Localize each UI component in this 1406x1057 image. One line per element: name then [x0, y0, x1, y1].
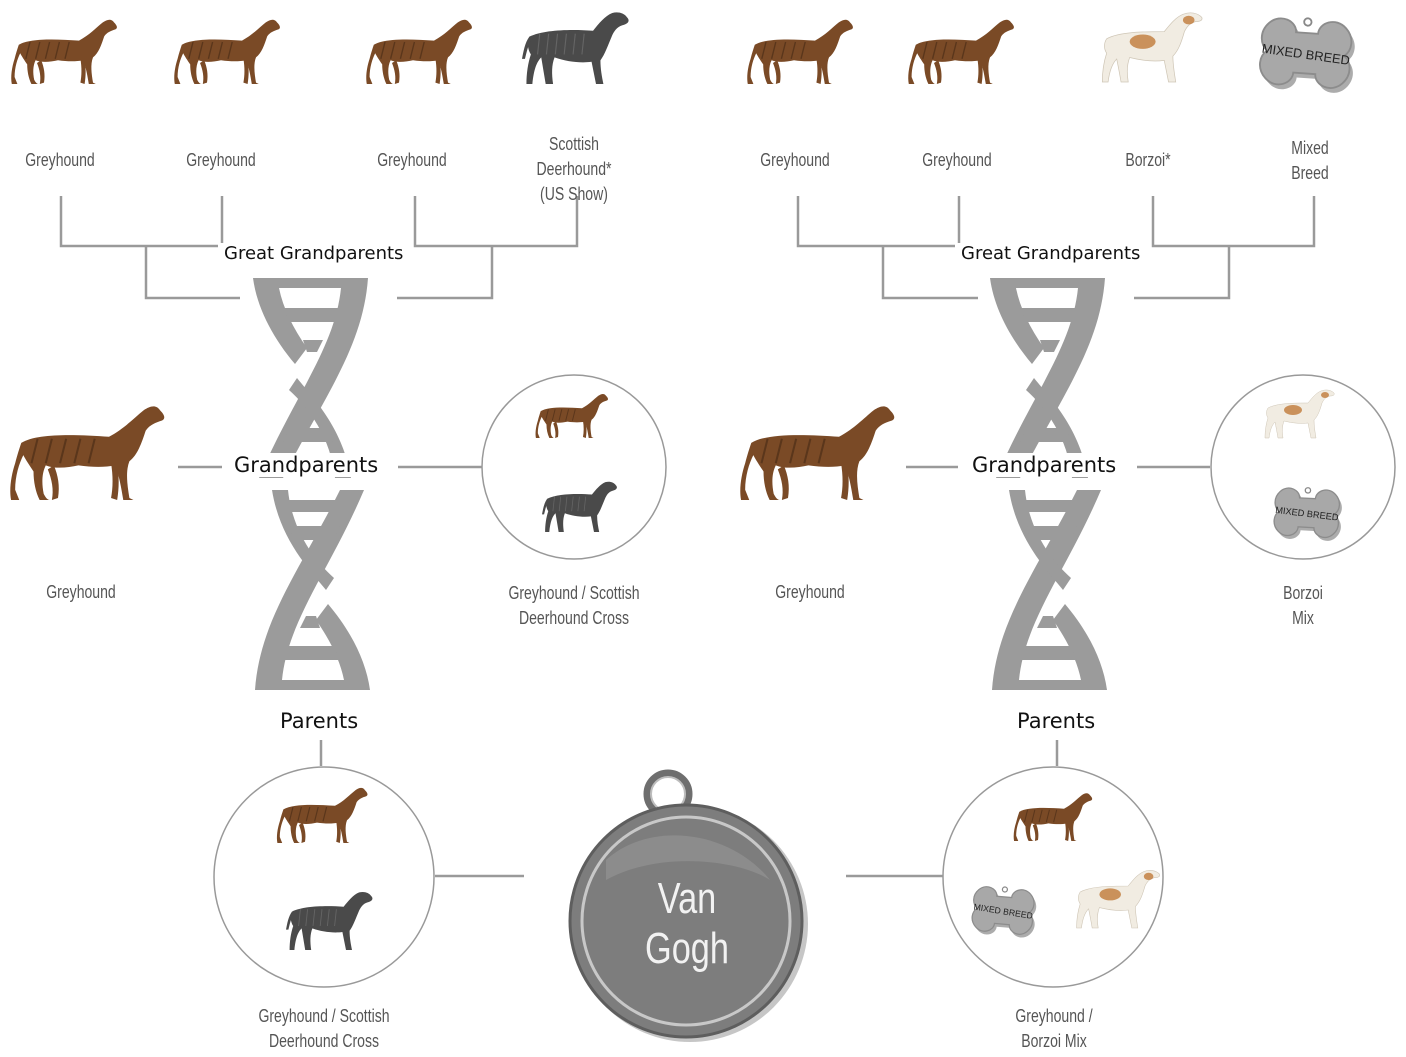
- greyhound-image: [908, 20, 1014, 84]
- greyhound-image: [174, 20, 280, 84]
- great-grandparent-label: Greyhound: [910, 148, 1004, 173]
- heading-great-grandparents-right: Great Grandparents: [955, 243, 1146, 264]
- greyhound-image: [740, 406, 894, 500]
- mixed-breed-bone-tag: MIXED BREED: [1258, 15, 1356, 94]
- heading-grandparents-right: Grandparents: [966, 453, 1122, 477]
- greyhound-image: [366, 20, 472, 84]
- heading-parents-right: Parents: [1011, 709, 1101, 733]
- heading-grandparents-left: Grandparents: [228, 453, 384, 477]
- great-grandparent-label: Borzoi*: [1101, 148, 1195, 173]
- greyhound-image: [11, 20, 117, 84]
- grandparent-label: Greyhound: [34, 580, 128, 605]
- great-grandparent-label: Greyhound: [365, 148, 459, 173]
- scottish-deerhound-image: [522, 12, 629, 84]
- parent-circles: [214, 375, 1395, 987]
- heading-parents-left: Parents: [274, 709, 364, 733]
- heading-great-grandparents-left: Great Grandparents: [218, 243, 409, 264]
- parent-label: Greyhound /Borzoi Mix: [984, 1004, 1124, 1054]
- connector-lines: [61, 196, 1314, 876]
- great-grandparent-label: Greyhound: [174, 148, 268, 173]
- greyhound-image: [747, 20, 853, 84]
- greyhound-image: [10, 406, 164, 500]
- great-grandparent-label: Greyhound: [748, 148, 842, 173]
- grandparent-label: Greyhound: [763, 580, 857, 605]
- great-grandparent-label: Greyhound: [13, 148, 107, 173]
- borzoi-image: [1102, 13, 1202, 82]
- dna-helices: [253, 278, 1107, 690]
